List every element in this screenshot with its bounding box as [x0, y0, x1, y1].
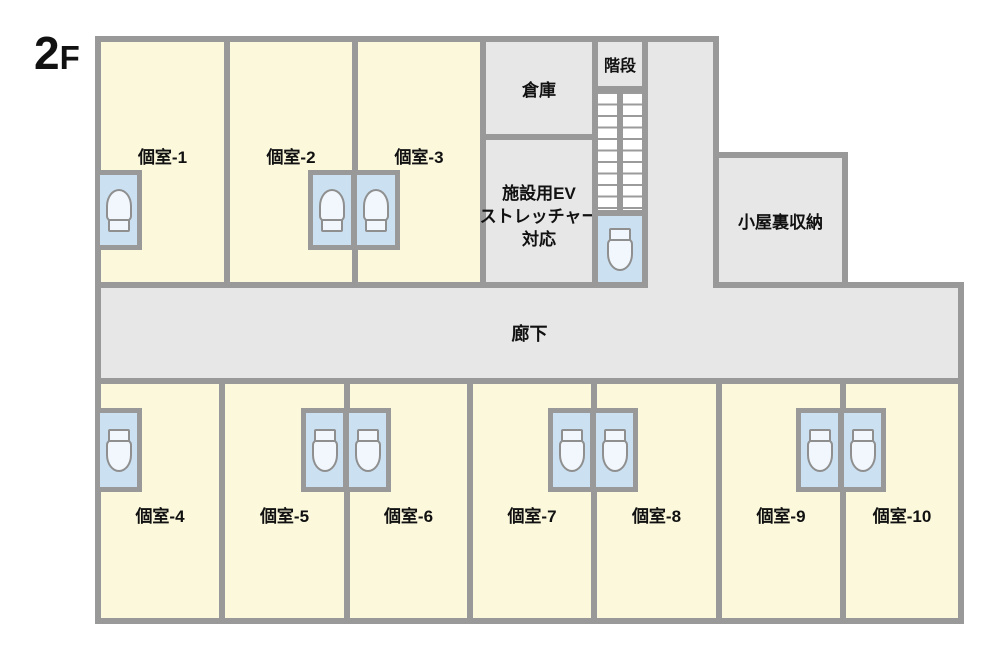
elevator-label-line2: ストレッチャー — [479, 206, 599, 226]
toilet-tank — [356, 428, 379, 442]
room-storage: 倉庫 — [480, 36, 598, 140]
toilet-icon — [354, 428, 381, 472]
toilet-tank — [365, 218, 387, 232]
stair-center-rail — [617, 92, 623, 210]
toilet-pair-7-8 — [548, 408, 638, 492]
toilet-bowl — [105, 188, 132, 223]
room-private-1: 個室-1 — [95, 36, 230, 288]
room-label: 個室-3 — [394, 148, 444, 167]
toilet-bowl — [363, 188, 389, 223]
toilet-pair-9-10 — [796, 408, 886, 492]
toilet-room-stair-side — [598, 210, 642, 282]
toilet-bowl — [806, 437, 833, 472]
wall-divider — [343, 413, 349, 487]
wall-divider — [590, 413, 596, 487]
toilet-pair-5-6 — [301, 408, 391, 492]
corridor: 廊下 — [95, 282, 964, 384]
toilet-room-7 — [553, 413, 590, 487]
elevator-label-line3: 対応 — [522, 229, 556, 249]
room-stairs: 階段 — [592, 36, 648, 288]
wall-divider — [351, 175, 357, 245]
corridor-label: 廊下 — [511, 324, 548, 344]
toilet-room-3 — [357, 175, 395, 245]
toilet-icon — [319, 188, 345, 232]
room-label: 小屋裏収納 — [738, 212, 823, 232]
room-label: 個室-8 — [631, 507, 682, 526]
toilet-room-9 — [801, 413, 838, 487]
toilet-icon — [607, 227, 633, 271]
toilet-icon — [558, 428, 585, 472]
toilet-tank — [321, 218, 343, 232]
toilet-room-5 — [306, 413, 343, 487]
room-private-2: 個室-2 — [224, 36, 358, 288]
room-private-3: 個室-3 — [352, 36, 486, 288]
room-label: 個室-2 — [266, 148, 316, 167]
room-label: 個室-9 — [756, 507, 806, 526]
floor-number: 2 — [34, 27, 60, 79]
toilet-tank — [603, 428, 626, 442]
room-label: 個室-5 — [259, 507, 310, 526]
toilet-room-8 — [596, 413, 633, 487]
toilet-room-4 — [95, 408, 142, 492]
room-label: 個室-1 — [137, 148, 188, 167]
toilet-room-2 — [313, 175, 351, 245]
toilet-icon — [601, 428, 628, 472]
toilet-bowl — [354, 437, 381, 472]
staircase-icon — [598, 92, 642, 210]
toilet-tank — [808, 428, 831, 442]
toilet-bowl — [311, 437, 338, 472]
toilet-tank — [609, 227, 631, 241]
toilet-room-10 — [844, 413, 881, 487]
hall-landing — [648, 36, 719, 288]
toilet-bowl — [607, 236, 633, 271]
toilet-bowl — [558, 437, 585, 472]
elevator-label-line1: 施設用EV — [502, 183, 576, 203]
stair-treads-left — [598, 92, 617, 210]
toilet-icon — [849, 428, 876, 472]
floor-label: 2F — [34, 26, 80, 80]
toilet-room-1 — [95, 170, 142, 250]
stair-treads-right — [623, 92, 642, 210]
toilet-tank — [313, 428, 336, 442]
toilet-room-6 — [349, 413, 386, 487]
toilet-pair-2-3 — [308, 170, 400, 250]
toilet-bowl — [849, 437, 876, 472]
toilet-tank — [851, 428, 874, 442]
room-label: 個室-6 — [383, 507, 434, 526]
room-label: 階段 — [603, 58, 636, 75]
floor-suffix: F — [59, 39, 80, 76]
toilet-icon — [105, 188, 132, 232]
room-elevator: 施設用EV ストレッチャー 対応 — [480, 134, 598, 288]
room-label: 個室-4 — [135, 507, 185, 526]
toilet-icon — [806, 428, 833, 472]
room-attic-storage: 小屋裏収納 — [713, 152, 848, 288]
wall-divider — [838, 413, 844, 487]
toilet-bowl — [319, 188, 345, 223]
room-label: 個室-7 — [507, 507, 557, 526]
toilet-tank — [107, 218, 130, 232]
toilet-tank — [107, 428, 130, 442]
stairs-label-area: 階段 — [598, 42, 642, 92]
room-label: 倉庫 — [522, 80, 556, 100]
room-label: 個室-10 — [872, 507, 932, 526]
toilet-icon — [105, 428, 132, 472]
toilet-tank — [560, 428, 583, 442]
toilet-bowl — [601, 437, 628, 472]
toilet-bowl — [105, 437, 132, 472]
toilet-icon — [363, 188, 389, 232]
toilet-icon — [311, 428, 338, 472]
